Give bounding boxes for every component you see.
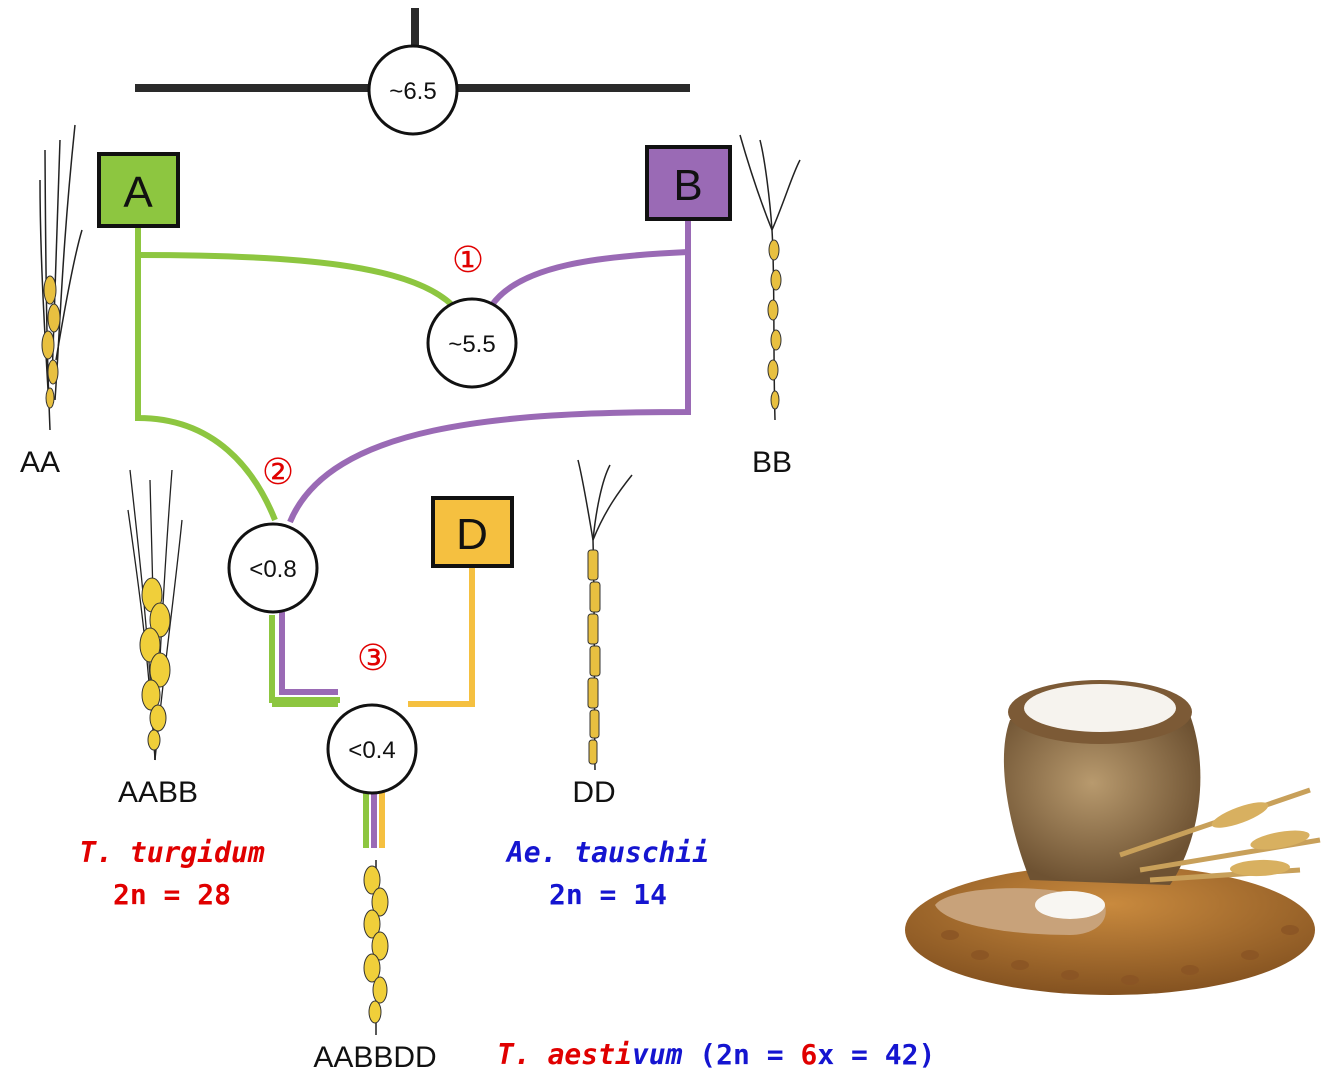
genome-label-a: A — [123, 168, 153, 217]
species-aestivum-chrom-rest: x = 42) — [817, 1038, 935, 1071]
node-tetraploid-value: <0.8 — [249, 556, 296, 583]
label-aabbdd: AABBDD — [313, 1041, 436, 1074]
flour-sack-photo — [905, 680, 1321, 995]
species-aestivum-chrom-6: 6 — [800, 1038, 817, 1071]
node-ab-split-value: ~5.5 — [448, 331, 495, 358]
wheat-spike-aabbdd-illustration — [363, 860, 389, 1035]
node-tetraploid: <0.8 — [227, 522, 319, 614]
wheat-spike-bb-illustration — [739, 134, 801, 421]
step-2-marker: ② — [262, 452, 294, 493]
species-aestivum-chrom-open: (2n = — [682, 1038, 800, 1071]
a-genome-lines — [135, 226, 455, 848]
label-dd: DD — [572, 776, 615, 809]
genome-box-b: B — [645, 145, 732, 221]
genome-box-d: D — [431, 496, 514, 568]
species-aestivum-caption: T. aestivum (2n = 6x = 42) — [497, 1038, 935, 1071]
wheat-spike-aabb-illustration — [127, 469, 183, 761]
node-hexaploid-value: <0.4 — [348, 737, 395, 764]
genome-label-b: B — [673, 161, 702, 210]
wheat-spike-dd-illustration — [577, 459, 633, 771]
species-tauschii-chrom: 2n = 14 — [549, 878, 667, 911]
genome-box-a: A — [97, 152, 180, 228]
species-turgidum-name: T. turgidum — [79, 836, 265, 869]
label-aabb: AABB — [118, 776, 198, 809]
genome-label-d: D — [456, 510, 488, 559]
b-genome-lines — [279, 218, 691, 848]
node-root: ~6.5 — [367, 44, 459, 136]
label-aa: AA — [20, 446, 60, 479]
wheat-spike-aa-illustration — [39, 124, 83, 431]
species-turgidum-chrom: 2n = 28 — [113, 878, 231, 911]
node-root-value: ~6.5 — [389, 78, 436, 105]
species-aestivum-name-b: vum — [632, 1038, 683, 1071]
d-genome-lines — [379, 566, 475, 848]
node-ab-split: ~5.5 — [426, 297, 518, 389]
species-aestivum-name-a: T. aesti — [497, 1038, 632, 1071]
node-hexaploid: <0.4 — [326, 703, 418, 795]
step-3-marker: ③ — [357, 638, 389, 679]
species-tauschii-name: Ae. tauschii — [505, 836, 709, 869]
label-bb: BB — [752, 446, 792, 479]
step-1-marker: ① — [452, 240, 484, 281]
